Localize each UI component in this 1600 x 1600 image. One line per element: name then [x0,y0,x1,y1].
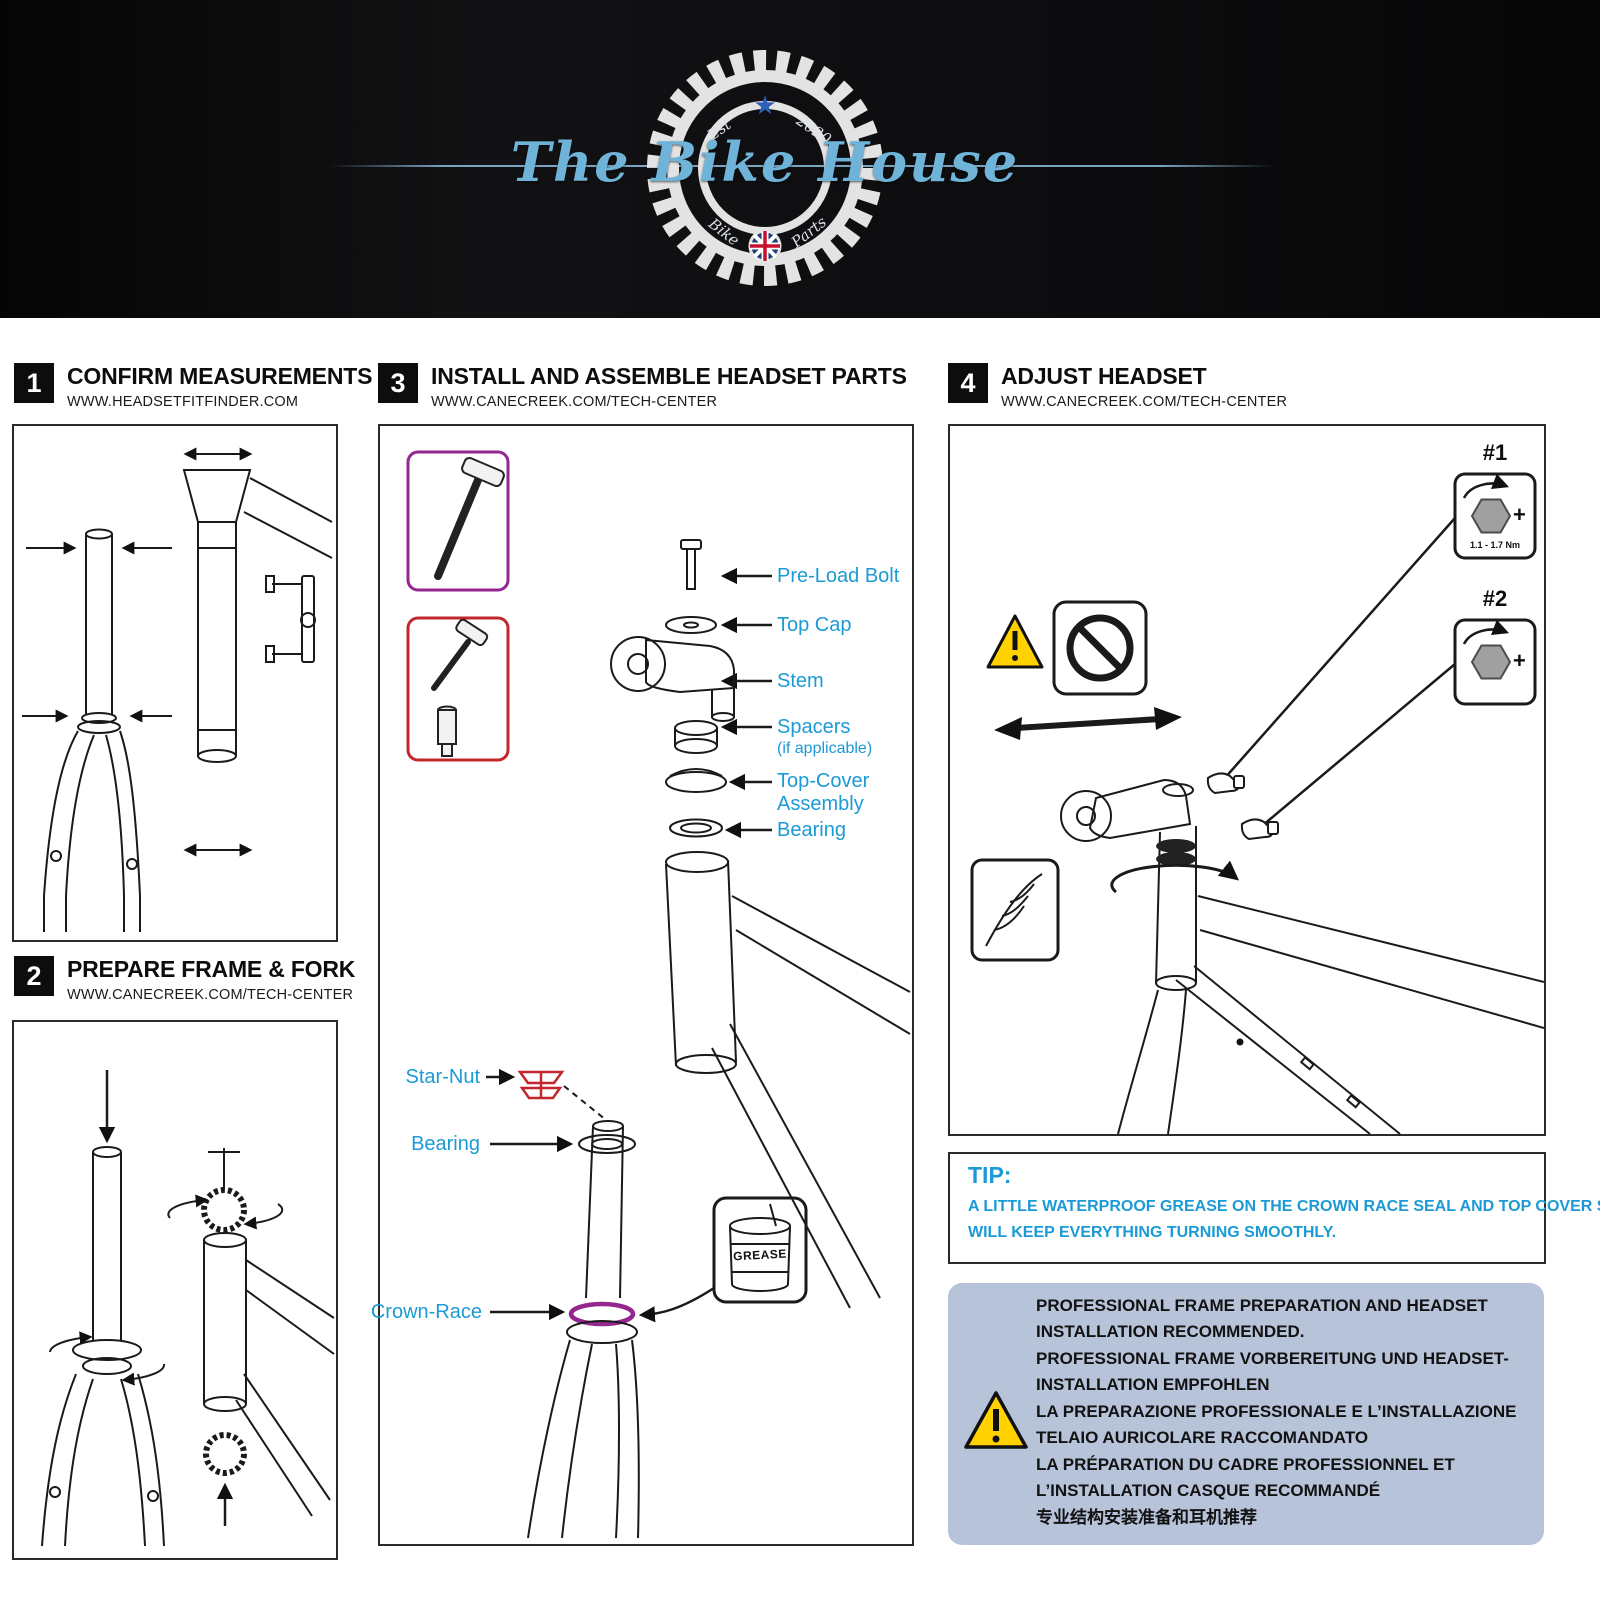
torque-value: 1.1 - 1.7 Nm [1469,540,1521,550]
torque-2-label: #2 [1482,586,1508,611]
step4-header: 4 ADJUST HEADSET WWW.CANECREEK.COM/TECH-… [948,363,1287,410]
step3-panel: Pre-Load Bolt Top Cap Stem Spacers (if a… [371,424,914,1546]
step3-title: INSTALL AND ASSEMBLE HEADSET PARTS [431,363,907,389]
step2-diagram [41,1070,335,1547]
step2-panel [12,1020,338,1560]
step3-header: 3 INSTALL AND ASSEMBLE HEADSET PARTS WWW… [378,363,907,410]
label-bearing-top: Bearing [777,819,846,841]
step1-number: 1 [14,363,54,403]
warning-triangle-icon [986,614,1044,669]
step1-diagram [22,447,333,932]
step2-title: PREPARE FRAME & FORK [67,956,356,982]
label-stem: Stem [777,670,824,692]
step2-header: 2 PREPARE FRAME & FORK WWW.CANECREEK.COM… [14,956,355,1003]
side-play-arrow [994,707,1182,740]
step4-title: ADJUST HEADSET [1001,363,1207,389]
step4-number: 4 [948,363,988,403]
step3-diagram [406,450,911,1539]
label-top-cap: Top Cap [777,614,852,636]
step1-title: CONFIRM MEASUREMENTS [67,363,373,389]
step1-header: 1 CONFIRM MEASUREMENTS WWW.HEADSETFITFIN… [14,363,372,410]
banner-divider-line [330,165,1275,167]
notice-line-it: LA PREPARAZIONE PROFESSIONALE E L’INSTAL… [1036,1402,1517,1447]
uk-flag-icon [748,229,782,263]
feather-icon [970,858,1060,962]
notice-line-en: PROFESSIONAL FRAME PREPARATION AND HEADS… [1036,1296,1488,1341]
label-crown-race: Crown-Race [370,1301,482,1323]
notice-box: PROFESSIONAL FRAME PREPARATION AND HEADS… [948,1283,1544,1545]
notice-line-zh: 专业结构安装准备和耳机推荐 [1036,1508,1257,1527]
step1-panel [12,424,338,942]
step4-panel: #1 #2 1.1 - 1.7 Nm + + [948,424,1546,1136]
tool-box-1 [406,450,510,592]
chainring-logo-icon: ★ Est 2020 Bike Parts [647,50,883,286]
label-spacers: Spacers [777,716,851,738]
notice-text: PROFESSIONAL FRAME PREPARATION AND HEADS… [1036,1293,1532,1532]
step4-url: WWW.CANECREEK.COM/TECH-CENTER [1001,394,1288,410]
step1-url: WWW.HEADSETFITFINDER.COM [67,394,299,410]
label-top-cover-2: Assembly [777,793,864,815]
step3-number: 3 [378,363,418,403]
label-bearing-bottom: Bearing [411,1133,480,1155]
tip-heading: TIP: [968,1162,1012,1188]
label-star-nut: Star-Nut [405,1066,480,1088]
step4-diagram [970,472,1544,1134]
torque-1-plus: + [1513,502,1526,527]
step2-number: 2 [14,956,54,996]
notice-line-fr: LA PRÉPARATION DU CADRE PROFESSIONNEL ET… [1036,1455,1455,1500]
brand-title: The Bike House [510,130,1020,194]
torque-2-plus: + [1513,648,1526,673]
tip-line-2: WILL KEEP EVERYTHING TURNING SMOOTHLY. [968,1224,1337,1241]
tip-box: TIP: A LITTLE WATERPROOF GREASE ON THE C… [948,1152,1600,1264]
prohibition-icon [1052,600,1148,696]
notice-line-de: PROFESSIONAL FRAME VORBEREITUNG UND HEAD… [1036,1349,1509,1394]
step2-url: WWW.CANECREEK.COM/TECH-CENTER [67,987,354,1003]
step3-url: WWW.CANECREEK.COM/TECH-CENTER [431,394,718,410]
tool-box-2 [406,616,510,762]
hand-icon [1206,772,1279,841]
star-icon: ★ [753,90,776,120]
label-top-cover-1: Top-Cover [777,770,870,792]
banner: ★ Est 2020 Bike Parts The Bike House [0,0,1600,318]
torque-1-label: #1 [1482,440,1508,465]
label-preload-bolt: Pre-Load Bolt [777,565,900,587]
tip-line-1: A LITTLE WATERPROOF GREASE ON THE CROWN … [968,1198,1600,1215]
notice-warning-triangle-icon [964,1391,1028,1449]
label-spacers-note: (if applicable) [777,740,873,757]
